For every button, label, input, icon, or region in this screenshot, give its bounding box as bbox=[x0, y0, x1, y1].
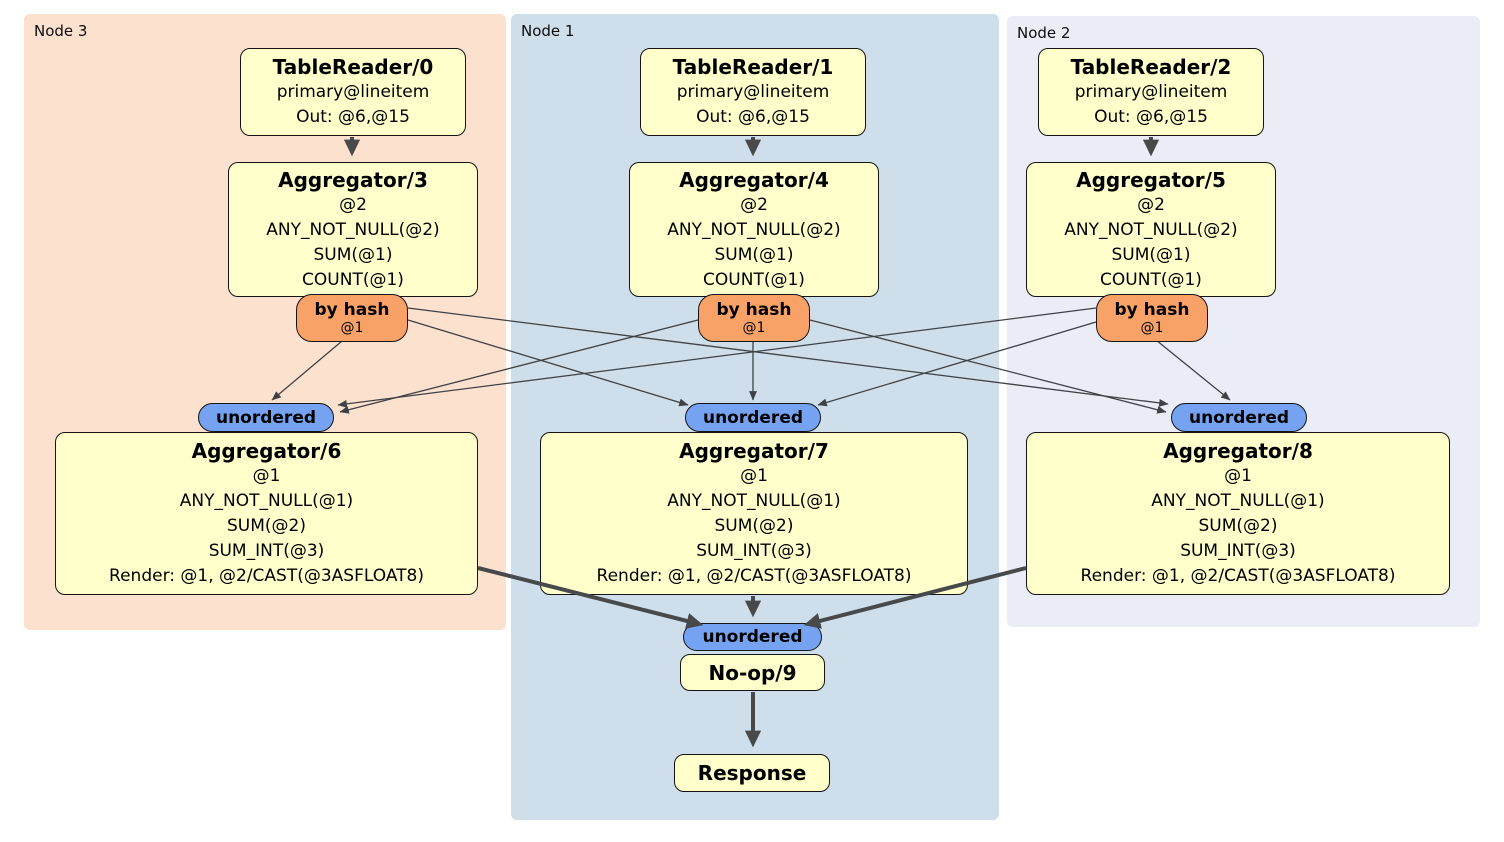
processor-index: primary@lineitem bbox=[1074, 82, 1228, 102]
processor-out: Out: @6,@15 bbox=[1094, 107, 1208, 127]
processor-noop-9: No-op/9 bbox=[680, 654, 825, 691]
agg-expr: ANY_NOT_NULL(@1) bbox=[179, 491, 354, 511]
agg-expr: ANY_NOT_NULL(@2) bbox=[266, 219, 440, 240]
processor-tablereader-2: TableReader/2 primary@lineitem Out: @6,@… bbox=[1038, 48, 1264, 136]
agg-expr: SUM(@2) bbox=[227, 516, 306, 536]
processor-title: Aggregator/6 bbox=[191, 439, 342, 463]
agg-expr: ANY_NOT_NULL(@1) bbox=[1151, 491, 1325, 511]
agg-expr: SUM(@1) bbox=[714, 244, 794, 265]
agg-expr: SUM_INT(@3) bbox=[696, 541, 812, 561]
processor-out: Out: @6,@15 bbox=[296, 107, 410, 127]
router-cols: @1 bbox=[742, 319, 766, 336]
render-expr: Render: @1, @2/CAST(@3ASFLOAT8) bbox=[109, 566, 424, 586]
processor-tablereader-0: TableReader/0 primary@lineitem Out: @6,@… bbox=[240, 48, 466, 136]
agg-expr: COUNT(@1) bbox=[302, 269, 404, 290]
agg-expr: ANY_NOT_NULL(@1) bbox=[667, 491, 841, 511]
router-cols: @1 bbox=[1140, 319, 1164, 336]
render-expr: Render: @1, @2/CAST(@3ASFLOAT8) bbox=[1080, 566, 1396, 586]
sync-unordered-0: unordered bbox=[198, 403, 334, 432]
group-cols: @1 bbox=[740, 466, 768, 486]
agg-expr: SUM_INT(@3) bbox=[208, 541, 325, 561]
processor-aggregator-5: Aggregator/5 @2 ANY_NOT_NULL(@2) SUM(@1)… bbox=[1026, 162, 1276, 297]
router-by-hash-1: by hash @1 bbox=[698, 294, 810, 342]
group-cols: @1 bbox=[1224, 466, 1252, 486]
processor-aggregator-4: Aggregator/4 @2 ANY_NOT_NULL(@2) SUM(@1)… bbox=[629, 162, 879, 297]
processor-index: primary@lineitem bbox=[276, 82, 430, 102]
processor-aggregator-3: Aggregator/3 @2 ANY_NOT_NULL(@2) SUM(@1)… bbox=[228, 162, 478, 297]
sync-unordered-1: unordered bbox=[685, 403, 821, 432]
processor-aggregator-7: Aggregator/7 @1 ANY_NOT_NULL(@1) SUM(@2)… bbox=[540, 432, 968, 595]
group-cols: @2 bbox=[1137, 194, 1165, 215]
router-label: by hash bbox=[1114, 299, 1190, 320]
router-cols: @1 bbox=[340, 319, 364, 336]
processor-aggregator-8: Aggregator/8 @1 ANY_NOT_NULL(@1) SUM(@2)… bbox=[1026, 432, 1450, 595]
processor-out: Out: @6,@15 bbox=[696, 107, 810, 127]
router-label: by hash bbox=[716, 299, 792, 320]
group-label-node3: Node 3 bbox=[34, 22, 88, 40]
processor-title: No-op/9 bbox=[708, 660, 797, 685]
group-cols: @2 bbox=[740, 194, 768, 215]
agg-expr: SUM(@1) bbox=[1111, 244, 1191, 265]
router-by-hash-0: by hash @1 bbox=[296, 294, 408, 342]
group-label-node2: Node 2 bbox=[1017, 24, 1071, 42]
agg-expr: COUNT(@1) bbox=[703, 269, 805, 290]
agg-expr: SUM(@1) bbox=[313, 244, 393, 265]
processor-tablereader-1: TableReader/1 primary@lineitem Out: @6,@… bbox=[640, 48, 866, 136]
processor-index: primary@lineitem bbox=[676, 82, 830, 102]
sync-unordered-final: unordered bbox=[683, 623, 822, 651]
agg-expr: ANY_NOT_NULL(@2) bbox=[1064, 219, 1238, 240]
agg-expr: COUNT(@1) bbox=[1100, 269, 1202, 290]
sync-unordered-2: unordered bbox=[1171, 403, 1307, 432]
group-cols: @1 bbox=[252, 466, 281, 486]
processor-title: Aggregator/4 bbox=[679, 167, 829, 192]
response-node: Response bbox=[674, 754, 830, 792]
processor-title: TableReader/1 bbox=[672, 55, 834, 79]
processor-aggregator-6: Aggregator/6 @1 ANY_NOT_NULL(@1) SUM(@2)… bbox=[55, 432, 478, 595]
agg-expr: SUM_INT(@3) bbox=[1180, 541, 1296, 561]
router-label: by hash bbox=[314, 299, 390, 320]
agg-expr: ANY_NOT_NULL(@2) bbox=[667, 219, 841, 240]
group-label-node1: Node 1 bbox=[521, 22, 575, 40]
group-cols: @2 bbox=[339, 194, 367, 215]
processor-title: TableReader/0 bbox=[272, 55, 434, 79]
response-title: Response bbox=[697, 761, 807, 785]
processor-title: Aggregator/5 bbox=[1076, 167, 1226, 192]
router-by-hash-2: by hash @1 bbox=[1096, 294, 1208, 342]
processor-title: Aggregator/8 bbox=[1163, 439, 1313, 463]
processor-title: Aggregator/3 bbox=[278, 167, 428, 192]
render-expr: Render: @1, @2/CAST(@3ASFLOAT8) bbox=[596, 566, 912, 586]
agg-expr: SUM(@2) bbox=[1198, 516, 1278, 536]
agg-expr: SUM(@2) bbox=[714, 516, 794, 536]
processor-title: Aggregator/7 bbox=[679, 439, 829, 463]
processor-title: TableReader/2 bbox=[1070, 55, 1232, 79]
